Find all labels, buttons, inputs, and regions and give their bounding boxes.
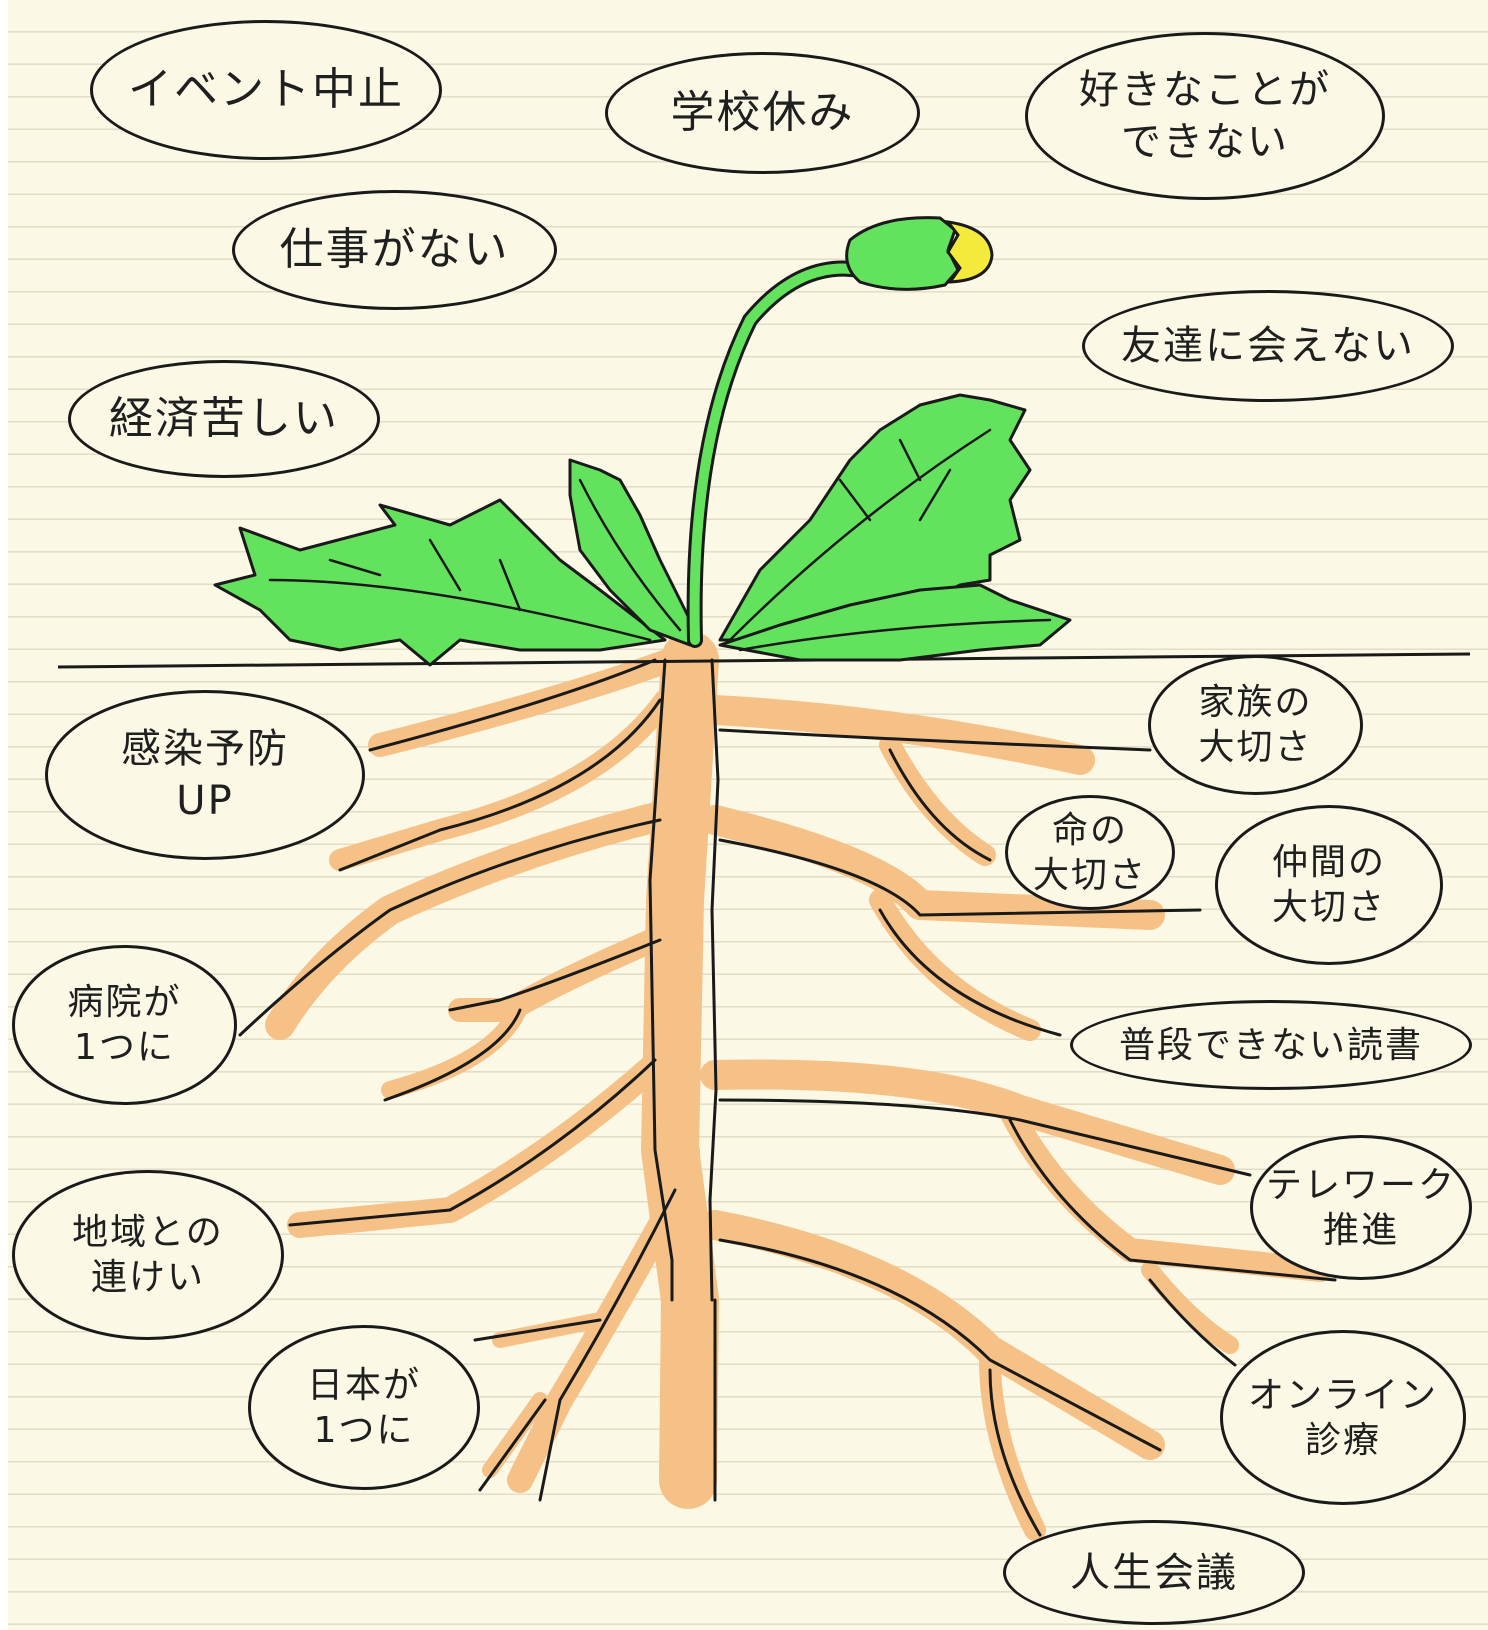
- label-online-care: オンライン 診療: [1247, 1374, 1438, 1461]
- bubble-telework: テレワーク 推進: [1250, 1135, 1472, 1280]
- root-right-2: [700, 805, 1165, 930]
- bubble-cant-meet-friends: 友達に会えない: [1082, 290, 1454, 402]
- root-right-2b: [869, 889, 1041, 1041]
- bubble-online-care: オンライン 診療: [1220, 1330, 1466, 1505]
- label-no-work: 仕事がない: [279, 224, 510, 276]
- bubble-event-cancel: イベント中止: [90, 20, 442, 160]
- label-japan-united: 日本が 1つに: [306, 1364, 421, 1451]
- root-right-3b: [998, 1098, 1332, 1282]
- root-outlines: [238, 658, 1337, 1537]
- bubble-school-closed: 学校休み: [605, 52, 920, 174]
- leaf-left: [213, 498, 667, 667]
- label-infection-prevention: 感染予防 UP: [121, 726, 289, 824]
- leaf-right-low: [718, 583, 1072, 662]
- bubble-friends-importance: 仲間の 大切さ: [1215, 805, 1443, 965]
- label-cant-do-favorites: 好きなことが できない: [1079, 67, 1331, 165]
- bubble-reading: 普段できない読書: [1070, 1000, 1472, 1090]
- label-reading: 普段できない読書: [1118, 1024, 1423, 1066]
- root-left-5: [287, 1047, 673, 1238]
- bubble-tough-economy: 経済苦しい: [68, 360, 380, 478]
- bubble-japan-united: 日本が 1つに: [248, 1325, 480, 1490]
- label-friends-importance: 仲間の 大切さ: [1271, 842, 1386, 928]
- bubble-community-link: 地域との 連けい: [12, 1170, 284, 1340]
- label-telework: テレワーク 推進: [1265, 1164, 1456, 1251]
- root-left-4: [448, 923, 677, 1022]
- flower-bud: [845, 216, 960, 291]
- root-right-3c: [1141, 1261, 1239, 1354]
- label-event-cancel: イベント中止: [128, 64, 404, 116]
- label-life-meeting: 人生会議: [1070, 1549, 1238, 1596]
- root-right-1b: [879, 734, 996, 866]
- bubble-life-meeting: 人生会議: [1003, 1520, 1305, 1625]
- bubble-cant-do-favorites: 好きなことが できない: [1025, 32, 1385, 200]
- bubble-infection-prevention: 感染予防 UP: [45, 690, 365, 860]
- bubble-family-importance: 家族の 大切さ: [1148, 655, 1363, 795]
- root-left-4b: [381, 996, 529, 1099]
- root-right-3: [700, 1059, 1235, 1185]
- label-community-link: 地域との 連けい: [72, 1212, 224, 1298]
- root-left-3: [265, 800, 680, 1040]
- label-life-importance: 命の 大切さ: [1032, 809, 1147, 896]
- label-hospitals-united: 病院が 1つに: [67, 982, 182, 1068]
- bubble-no-work: 仕事がない: [232, 190, 557, 310]
- leaf-veins: [268, 428, 1052, 652]
- bubble-hospitals-united: 病院が 1つに: [12, 945, 237, 1105]
- root-right-4: [700, 1210, 1165, 1460]
- flower-petals: [944, 219, 994, 284]
- label-tough-economy: 経済苦しい: [109, 393, 339, 445]
- root-left-6c: [482, 1392, 548, 1478]
- bubble-life-importance: 命の 大切さ: [1005, 795, 1175, 910]
- root-right-1: [700, 695, 1095, 775]
- label-cant-meet-friends: 友達に会えない: [1121, 323, 1415, 369]
- label-school-closed: 学校休み: [670, 87, 855, 139]
- label-family-importance: 家族の 大切さ: [1198, 682, 1313, 768]
